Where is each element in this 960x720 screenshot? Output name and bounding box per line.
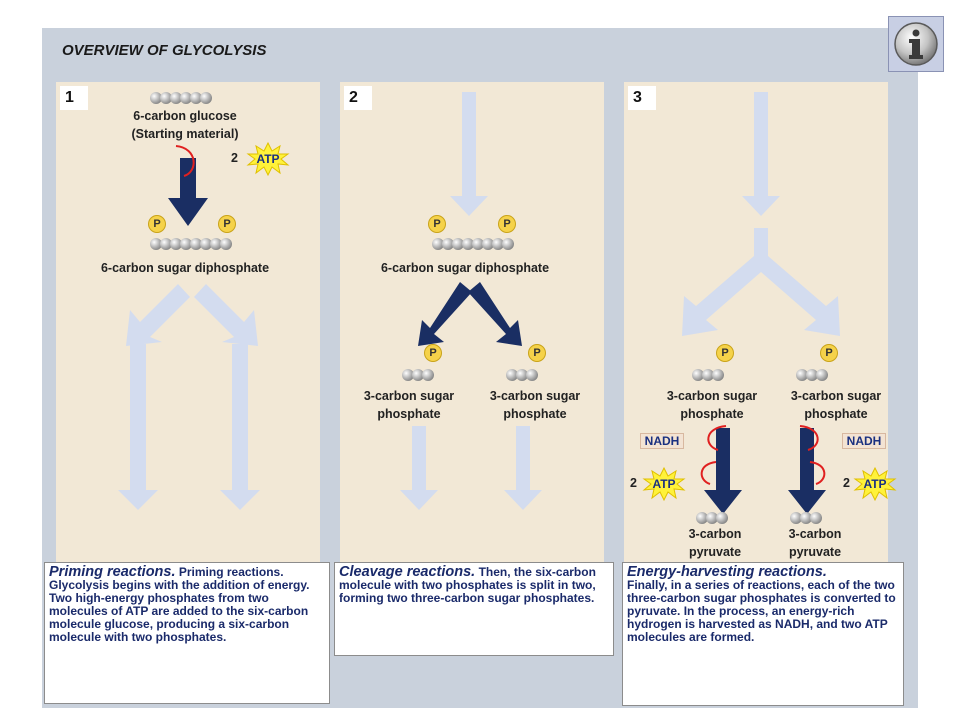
red-curve-p3-left-bottom: [700, 461, 717, 485]
sugar-phosphate-label-p3-left-2: phosphate: [680, 407, 744, 421]
red-curve-p3-right-bottom: [809, 461, 826, 485]
atp-burst-p3-right: ATP: [853, 466, 897, 502]
diphosphate-molecule-p1: [150, 238, 232, 250]
sugar-phosphate-label-p2-left-2: phosphate: [377, 407, 441, 421]
pyruvate-molecule-right: [790, 512, 822, 524]
pyruvate-molecule-left: [696, 512, 728, 524]
nadh-label-left: NADH: [640, 433, 684, 449]
red-curve-p1: [175, 145, 195, 177]
dark-arrow-p3-left: [704, 428, 742, 514]
sugar-phosphate-molecule-p3-left: [692, 369, 724, 381]
starburst-icon: [642, 466, 686, 502]
glucose-molecule: [150, 92, 212, 104]
nadh-label-right: NADH: [842, 433, 886, 449]
phosphate-p2-right: P: [498, 215, 516, 233]
sugar-phosphate-label-p2-right-2: phosphate: [503, 407, 567, 421]
light-arrow-p1-split-left: [126, 284, 190, 346]
atp-label-p1: ATP: [256, 152, 280, 166]
energy-heading: Energy-harvesting reactions.: [627, 564, 827, 580]
panel-number-1: 1: [60, 86, 88, 110]
diphosphate-label-p2: 6-carbon sugar diphosphate: [380, 261, 550, 275]
dark-arrow-p1: [168, 158, 208, 226]
info-button[interactable]: [888, 16, 944, 72]
sugar-phosphate-label-p2-left-1: 3-carbon sugar: [363, 389, 455, 403]
atp-count-p1: 2: [231, 151, 238, 165]
priming-body: Priming reactions. Glycolysis begins wit…: [49, 565, 310, 644]
phosphate-p3-left: P: [716, 344, 734, 362]
atp-count-p3-right: 2: [843, 476, 850, 490]
light-arrow-p3-top: [742, 92, 780, 216]
atp-count-p3-left: 2: [630, 476, 637, 490]
sugar-phosphate-molecule-p2-right: [506, 369, 538, 381]
phosphate-p2-3c-right: P: [528, 344, 546, 362]
starting-material-label: (Starting material): [131, 127, 239, 141]
phosphate-p2-left: P: [428, 215, 446, 233]
phosphate-p2-3c-left: P: [424, 344, 442, 362]
sugar-phosphate-label-p3-right-2: phosphate: [804, 407, 868, 421]
glucose-label: 6-carbon glucose: [133, 109, 237, 123]
diagram-title: OVERVIEW OF GLYCOLYSIS: [62, 42, 267, 59]
pyruvate-label-left-2: pyruvate: [688, 545, 742, 559]
light-arrow-p2-down-right: [504, 426, 542, 510]
energy-body: Finally, in a series of reactions, each …: [627, 578, 896, 644]
dark-arrow-p2-right: [468, 282, 522, 346]
phosphate-p1-right: P: [218, 215, 236, 233]
cleavage-heading: Cleavage reactions.: [339, 564, 476, 580]
red-curve-p3-left-top: [707, 425, 727, 451]
phosphate-p3-right: P: [820, 344, 838, 362]
phosphate-p1-left: P: [148, 215, 166, 233]
sugar-phosphate-label-p3-right-1: 3-carbon sugar: [790, 389, 882, 403]
light-arrow-p2-down-left: [400, 426, 438, 510]
pyruvate-label-right-2: pyruvate: [788, 545, 842, 559]
sugar-phosphate-molecule-p2-left: [402, 369, 434, 381]
light-arrow-p1-down-left: [118, 344, 158, 510]
panel-number-2: 2: [344, 86, 372, 110]
priming-heading: Priming reactions.: [49, 564, 176, 580]
panel-number-3: 3: [628, 86, 656, 110]
dark-arrow-p2-left: [418, 282, 472, 346]
sugar-phosphate-label-p2-right-1: 3-carbon sugar: [489, 389, 581, 403]
diphosphate-label-p1: 6-carbon sugar diphosphate: [100, 261, 270, 275]
atp-burst-p3-left: ATP: [642, 466, 686, 502]
starburst-icon: [246, 141, 290, 177]
atp-label-p3-right: ATP: [863, 477, 887, 491]
energy-description: Energy-harvesting reactions. Finally, in…: [622, 562, 904, 706]
light-arrow-p1-split-right: [194, 284, 258, 346]
sugar-phosphate-molecule-p3-right: [796, 369, 828, 381]
info-icon: [894, 22, 938, 66]
light-arrow-p1-down-right: [220, 344, 260, 510]
atp-label-p3-left: ATP: [652, 477, 676, 491]
cleavage-description: Cleavage reactions. Then, the six-carbon…: [334, 562, 614, 656]
pyruvate-label-left-1: 3-carbon: [688, 527, 742, 541]
atp-burst-p1: ATP: [246, 141, 290, 177]
red-curve-p3-right-top: [799, 425, 819, 451]
sugar-phosphate-label-p3-left-1: 3-carbon sugar: [666, 389, 758, 403]
cleavage-body: Then, the six-carbon molecule with two p…: [339, 565, 596, 605]
light-arrow-p3-split: [682, 228, 840, 336]
diphosphate-molecule-p2: [432, 238, 514, 250]
starburst-icon: [853, 466, 897, 502]
light-arrow-p2-top: [450, 92, 488, 216]
dark-arrow-p3-right: [788, 428, 826, 514]
priming-description: Priming reactions. Priming reactions. Gl…: [44, 562, 330, 704]
pyruvate-label-right-1: 3-carbon: [788, 527, 842, 541]
